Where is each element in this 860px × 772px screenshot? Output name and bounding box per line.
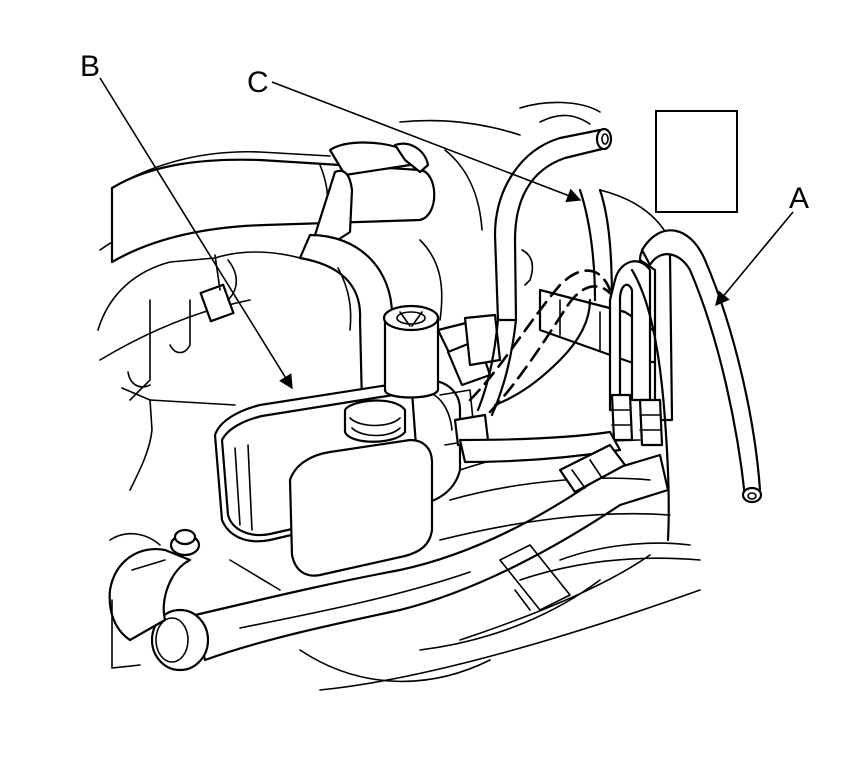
small-knob [169,528,201,557]
left-connector [199,254,238,323]
hidden-hoses [468,269,617,414]
callout-box [655,110,738,213]
label-c: C [247,66,269,99]
vertical-tubes [608,241,674,447]
evap-canister [213,378,462,577]
hose-a [630,229,763,542]
label-b: B [80,50,100,83]
label-a: A [789,182,809,215]
lower-tubes [458,430,627,494]
leader-lines [99,77,794,390]
leader-c [271,81,582,203]
canister-neck [382,304,440,399]
upper-hose [110,141,436,264]
leader-b [99,77,293,390]
canister-inlet-hose [298,233,397,412]
leader-a [715,211,794,307]
hose-clamp [343,399,407,443]
